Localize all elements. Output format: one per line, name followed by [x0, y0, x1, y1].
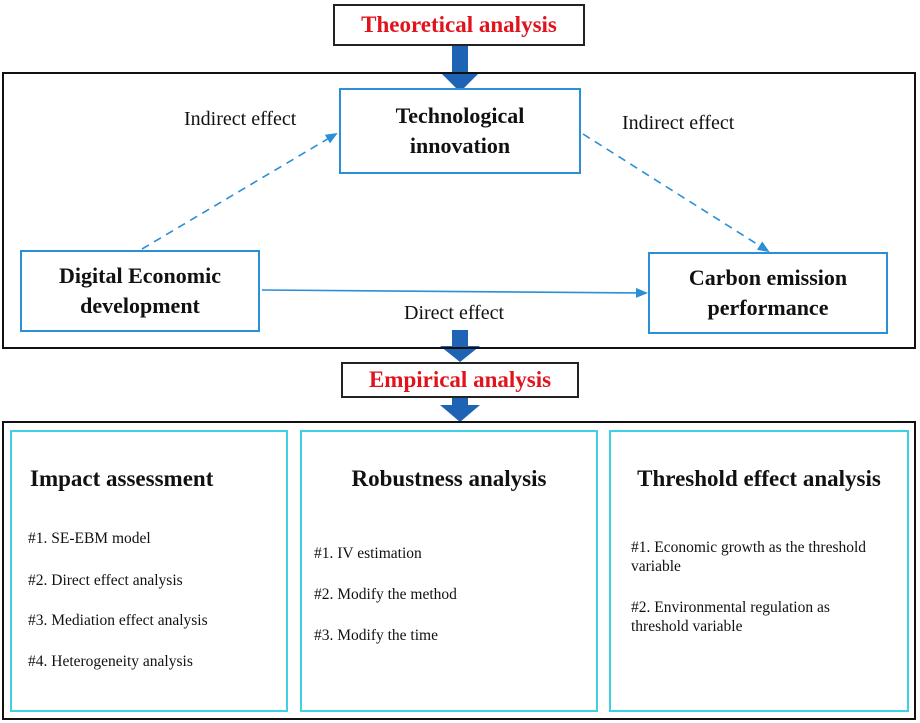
direct-edge: [261, 287, 648, 298]
panel-impact-item-4: #4. Heterogeneity analysis: [28, 653, 193, 670]
indirect-edge-left: [141, 132, 338, 250]
panel-impact-title: Impact assessment: [30, 466, 214, 491]
panel-robustness-item-2: #2. Modify the method: [314, 586, 457, 603]
node-digital-economic-development: Digital Economic development: [20, 250, 260, 332]
theoretical-frame: [2, 72, 916, 349]
node-carbon-emission-performance: Carbon emission performance: [648, 252, 888, 334]
empirical-frame: [2, 421, 916, 720]
panel-impact-item-1: #1. SE-EBM model: [28, 530, 151, 547]
label-indirect-effect-left: Indirect effect: [184, 108, 297, 130]
panel-threshold-item-2: #2. Environmental regulation as threshol…: [631, 599, 830, 635]
node-carbon-line1: Carbon emission: [688, 265, 848, 290]
node-tech-line1: Technological: [395, 103, 525, 128]
node-technological-innovation: Technological innovation: [339, 88, 581, 174]
node-digital-line2: development: [80, 293, 200, 318]
node-digital-line1: Digital Economic: [59, 263, 221, 288]
block-arrow-top: [440, 46, 480, 92]
node-carbon-line2: performance: [707, 295, 829, 320]
panel-robustness-analysis: Robustness analysis #1. IV estimation #2…: [300, 430, 598, 712]
panel-robustness-item-3: #3. Modify the time: [314, 627, 438, 644]
theoretical-analysis-text: Theoretical analysis: [361, 12, 557, 37]
panel-threshold-effect-analysis: Threshold effect analysis #1. Economic g…: [609, 430, 909, 712]
indirect-edge-right: [582, 133, 770, 253]
panel-impact-item-2: #2. Direct effect analysis: [28, 572, 183, 589]
panel-robustness-title: Robustness analysis: [351, 466, 547, 491]
empirical-analysis-text: Empirical analysis: [368, 367, 552, 392]
panel-impact-assessment: Impact assessment #1. SE-EBM model #2. D…: [10, 430, 288, 712]
panel-threshold-item-1: #1. Economic growth as the threshold var…: [631, 539, 867, 575]
block-arrow-middle: [440, 330, 480, 362]
label-indirect-effect-right: Indirect effect: [622, 112, 735, 134]
block-arrow-bottom: [440, 397, 480, 422]
panel-robustness-item-1: #1. IV estimation: [314, 545, 422, 562]
theoretical-analysis-title: Theoretical analysis: [333, 4, 585, 46]
panel-impact-item-3: #3. Mediation effect analysis: [28, 612, 208, 629]
node-tech-line2: innovation: [409, 133, 511, 158]
label-direct-effect: Direct effect: [404, 302, 505, 324]
empirical-analysis-title: Empirical analysis: [341, 362, 579, 398]
panel-threshold-title: Threshold effect analysis: [637, 466, 881, 491]
